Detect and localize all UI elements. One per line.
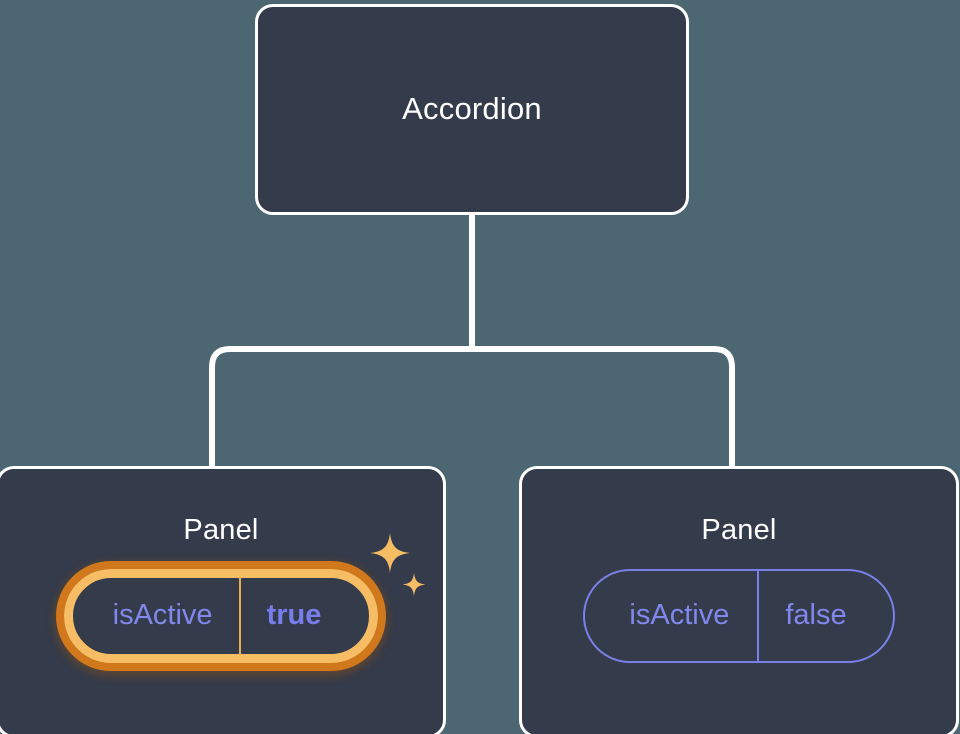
- prop-pill-isactive-false[interactable]: isActive false: [583, 568, 895, 663]
- prop-key-cell: isActive: [73, 577, 241, 654]
- node-title: Accordion: [402, 91, 542, 127]
- prop-key-label: isActive: [112, 599, 213, 632]
- prop-key-cell: isActive: [585, 570, 760, 661]
- prop-value-cell: true: [241, 578, 370, 654]
- tree-node-panel-active[interactable]: Panel isActive true: [0, 466, 446, 734]
- prop-pill-row: isActive true: [63, 532, 426, 663]
- node-title: Panel: [701, 514, 777, 546]
- prop-key-label: isActive: [629, 599, 730, 632]
- prop-value-label: true: [266, 599, 322, 632]
- node-title: Panel: [183, 514, 259, 546]
- sparkles-icon: [370, 532, 426, 596]
- prop-value-label: false: [785, 599, 847, 632]
- prop-value-cell: false: [759, 571, 892, 661]
- prop-pill-row: isActive false: [583, 568, 895, 663]
- tree-node-accordion[interactable]: Accordion: [255, 4, 689, 215]
- prop-pill-isactive-true[interactable]: isActive true: [63, 568, 379, 663]
- connector-branch-bar: [209, 346, 735, 470]
- tree-node-panel-inactive[interactable]: Panel isActive false: [519, 466, 959, 734]
